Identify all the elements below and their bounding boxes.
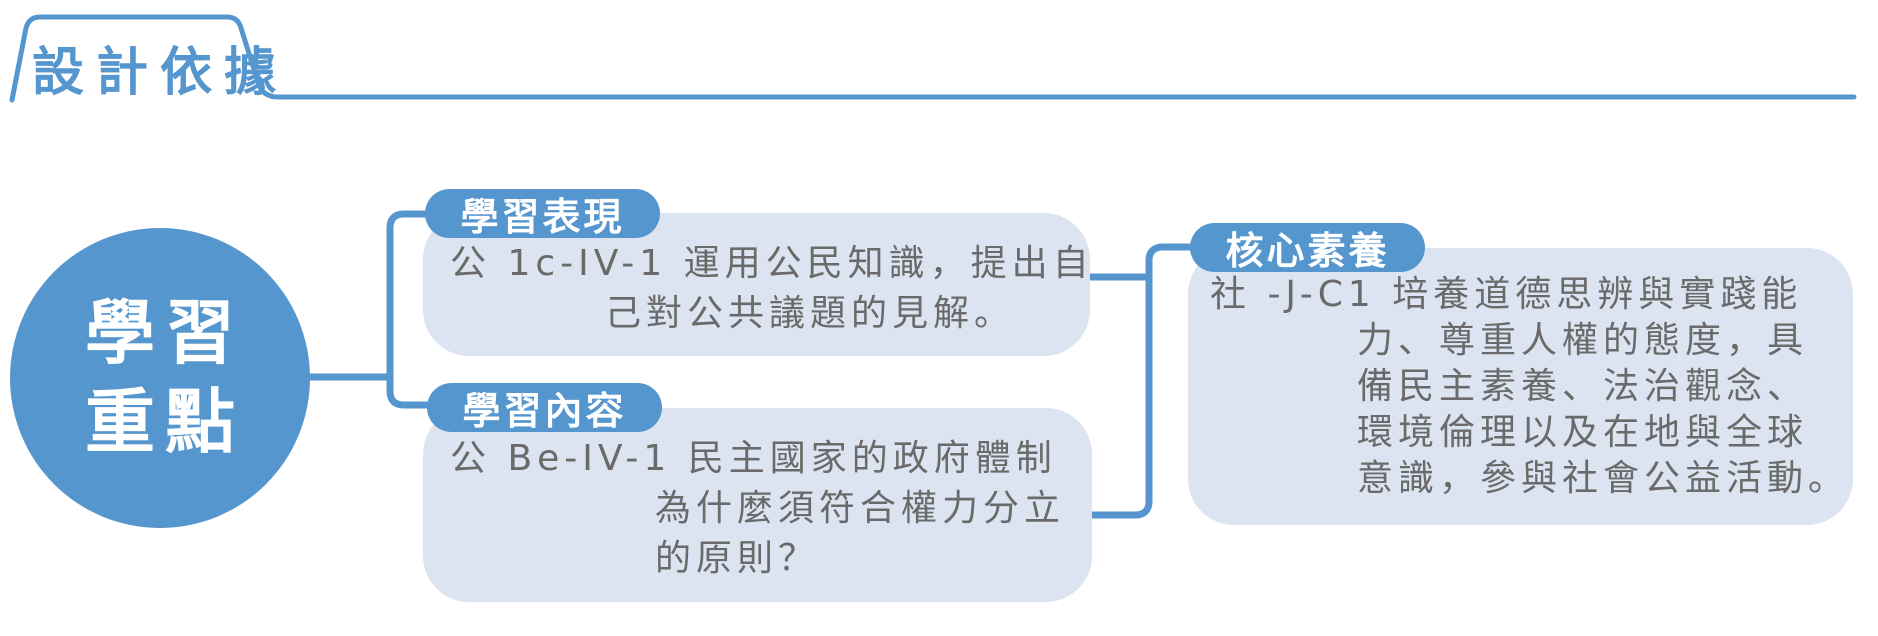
hub-label-line1: 學習 (85, 292, 245, 374)
competency-line: 力、尊重人權的態度，具 (1357, 320, 1809, 361)
competency-card: 社 -J-C1 培養道德思辨與實踐能 力、尊重人權的態度，具 備民主素養、法治觀… (1188, 248, 1853, 525)
hub-label-line2: 重點 (85, 381, 245, 463)
competency-line: 社 -J-C1 培養道德思辨與實踐能 (1210, 274, 1803, 315)
competency-tag: 核心素養 (1190, 223, 1425, 273)
content-line: 公 Be-IV-1 民主國家的政府體制 (450, 438, 1057, 479)
left-bracket (386, 210, 438, 409)
right-bracket (1086, 243, 1202, 519)
hub-circle: 學習 重點 (10, 228, 310, 528)
content-card: 公 Be-IV-1 民主國家的政府體制 為什麼須符合權力分立 的原則？ (423, 408, 1092, 602)
competency-line: 備民主素養、法治觀念、 (1357, 366, 1809, 407)
performance-line: 己對公共議題的見解。 (605, 293, 1016, 334)
content-line: 的原則？ (655, 538, 820, 579)
performance-tag: 學習表現 (425, 189, 660, 239)
page-title: 設計依據 (32, 43, 289, 103)
competency-line: 意識，參與社會公益活動。 (1357, 458, 1850, 499)
performance-line: 公 1c-IV-1 運用公民知識，提出自 (450, 243, 1094, 284)
competency-line: 環境倫理以及在地與全球 (1357, 412, 1809, 453)
header-tab-outline (9, 14, 1857, 103)
content-tag: 學習內容 (427, 383, 662, 433)
content-line: 為什麼須符合權力分立 (655, 488, 1066, 529)
